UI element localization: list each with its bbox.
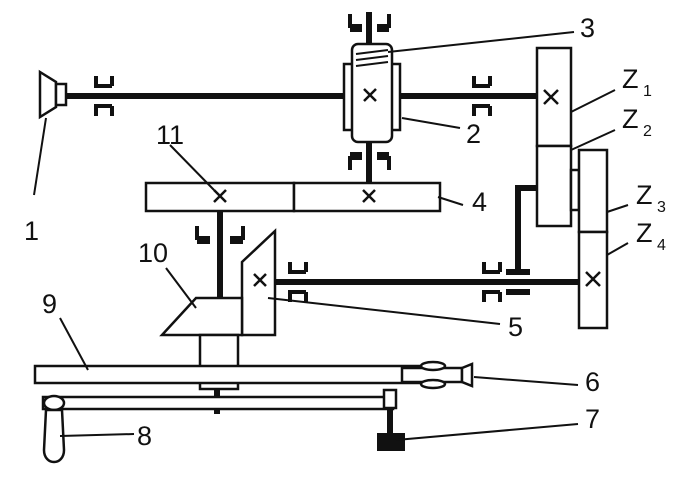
label-8: 8 [137,421,152,451]
label-z1: Z [622,64,639,94]
label-z4: Z [636,218,653,248]
slide-9 [33,364,442,385]
label-5: 5 [508,312,523,342]
gear-z3 [577,148,609,234]
label-z3-sub: 3 [657,199,666,216]
bevel-gear-10 [159,296,244,337]
label-1: 1 [24,216,39,246]
gear-4 [292,181,442,213]
label-z2: Z [622,104,639,134]
gear-z2 [535,144,581,228]
bearing-vertical-bottom [348,152,391,170]
bearing-vertical-top [348,14,391,32]
bearing-lower-left [288,262,308,302]
bevel-gear-5 [240,228,277,337]
handwheel-1 [38,69,68,120]
label-6: 6 [585,367,600,397]
label-9: 9 [42,289,57,319]
bearing-vertical-lower [195,226,245,244]
worm-wheel-2 [342,42,402,144]
bearing-lower-right [482,262,502,302]
bearing-main-right [472,76,492,116]
label-10: 10 [138,238,168,268]
label-4: 4 [472,187,487,217]
label-2: 2 [466,119,481,149]
label-z2-sub: 2 [643,123,652,140]
bearing-main-left [94,76,114,116]
label-11: 11 [156,120,184,150]
leader-lines [33,31,629,441]
screw-6 [400,360,474,390]
gear-11 [144,181,296,213]
label-z3: Z [636,180,653,210]
knob-7 [377,388,405,451]
label-z1-sub: 1 [643,83,652,100]
gear-z4 [577,230,609,330]
lever-8 [41,394,395,464]
label-z4-sub: 4 [657,237,666,254]
intermediate-shaft [515,185,537,272]
label-3: 3 [580,13,595,43]
label-7: 7 [585,404,600,434]
gear-z1 [535,46,573,148]
